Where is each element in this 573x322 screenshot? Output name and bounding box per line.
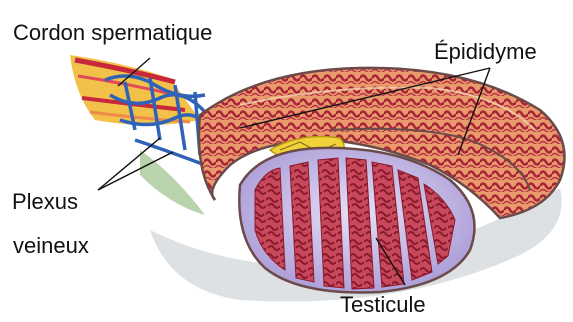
label-plexus-line1: Plexus: [12, 189, 78, 215]
label-cordon-spermatique: Cordon spermatique: [13, 20, 212, 46]
label-epididyme: Épididyme: [434, 39, 537, 65]
label-plexus-line2: veineux: [13, 233, 89, 259]
label-testicule: Testicule: [340, 292, 426, 318]
